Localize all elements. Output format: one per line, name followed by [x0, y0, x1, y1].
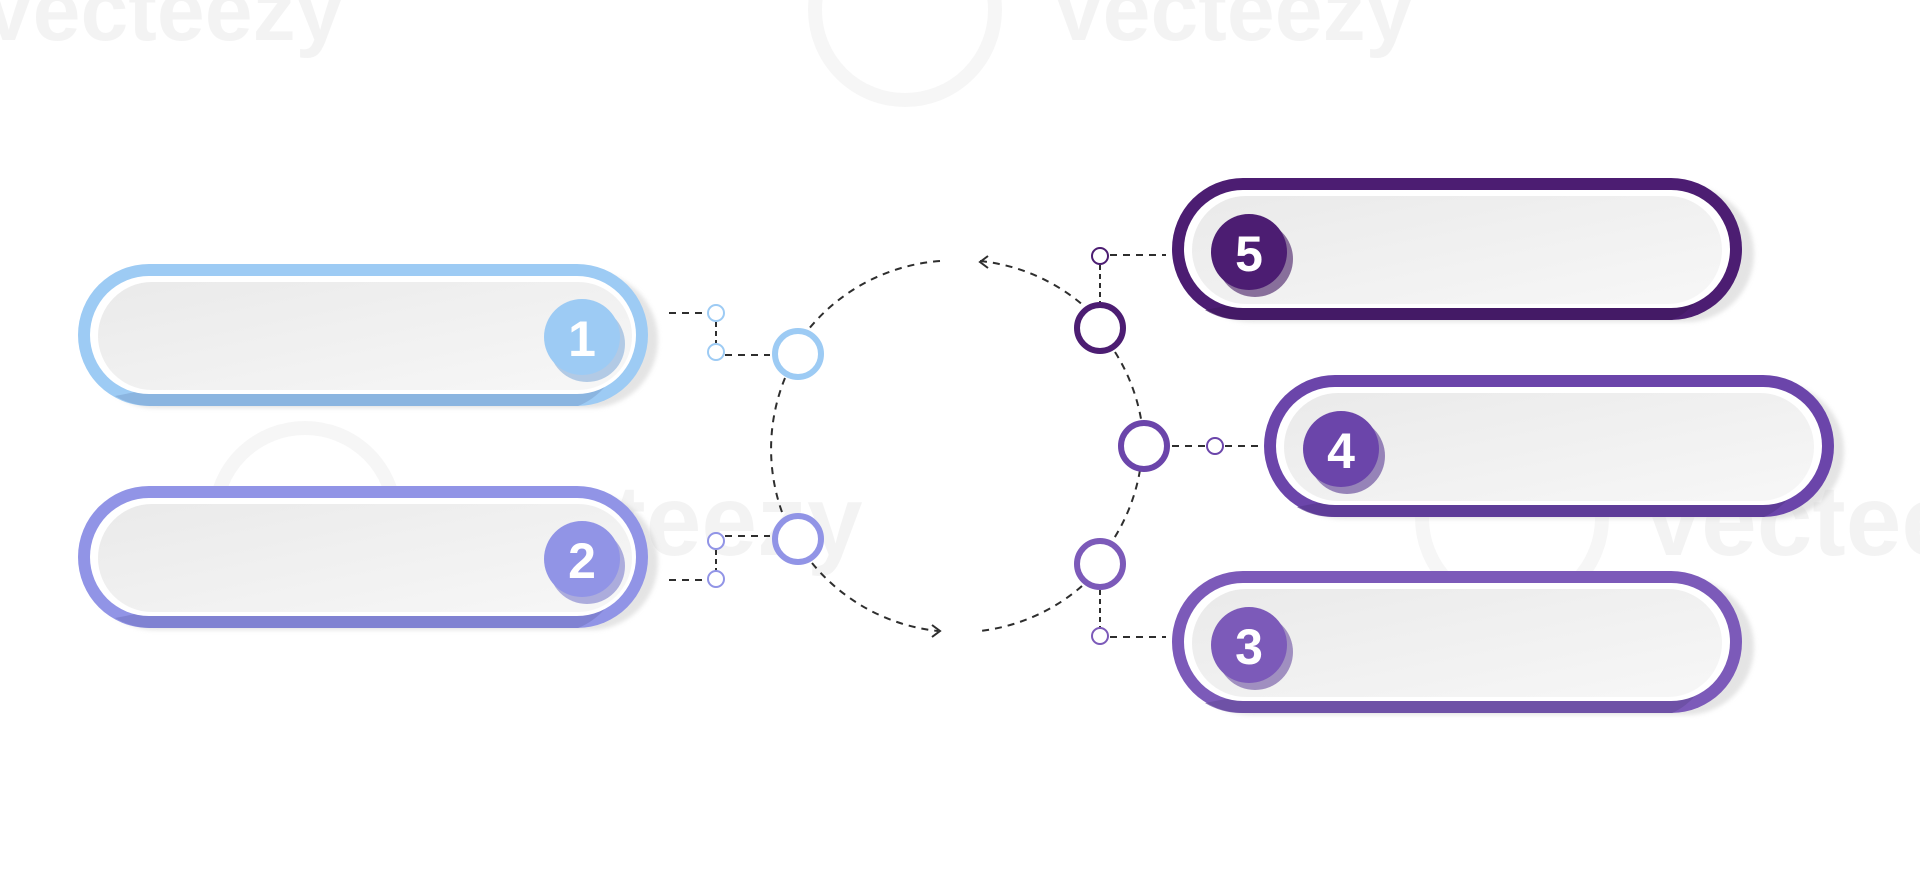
ring-node-1: [772, 328, 824, 380]
cycle-arc: [770, 377, 786, 521]
cycle-arc: [794, 260, 941, 349]
cycle-arc: [1112, 469, 1141, 541]
step-4-bar: 4: [1264, 375, 1844, 519]
step-4-number: 4: [1327, 423, 1355, 479]
watermark-text: Vecteezy: [1050, 0, 1414, 59]
watermark-text: Vecteezy: [0, 0, 344, 59]
arrow-head-icon: [931, 624, 942, 638]
step-3-number: 3: [1235, 619, 1263, 675]
step-5-number: 5: [1235, 226, 1263, 282]
cycle-ring: [770, 260, 1143, 632]
cycle-arc: [979, 260, 1085, 307]
cycle-arc: [979, 585, 1083, 632]
step-4-number-badge: [1303, 411, 1379, 487]
step-1-bar: 1: [78, 264, 658, 408]
step-5-bar: 5: [1172, 178, 1754, 322]
step-2-bar: 2: [78, 486, 658, 630]
step-5-number-badge: [1211, 214, 1287, 290]
step-1-number-badge: [544, 299, 620, 375]
step-3-bar: 3: [1172, 571, 1754, 715]
watermark-logo-icon: [815, 0, 995, 100]
step-2-number-badge: [544, 521, 620, 597]
cycle-arc: [1114, 351, 1143, 426]
connectors: [669, 247, 1262, 645]
ring-node-2: [772, 513, 824, 565]
step-2-number: 2: [568, 533, 596, 589]
ring-node-5: [1074, 302, 1126, 354]
step-3-number-badge: [1211, 607, 1287, 683]
cycle-arc: [811, 562, 939, 632]
ring-nodes: [772, 302, 1170, 590]
arrow-head-icon: [978, 255, 989, 269]
ring-node-4: [1118, 420, 1170, 472]
cycle-arrows: [931, 255, 989, 638]
step-1-number: 1: [568, 311, 596, 367]
ring-node-3: [1074, 538, 1126, 590]
